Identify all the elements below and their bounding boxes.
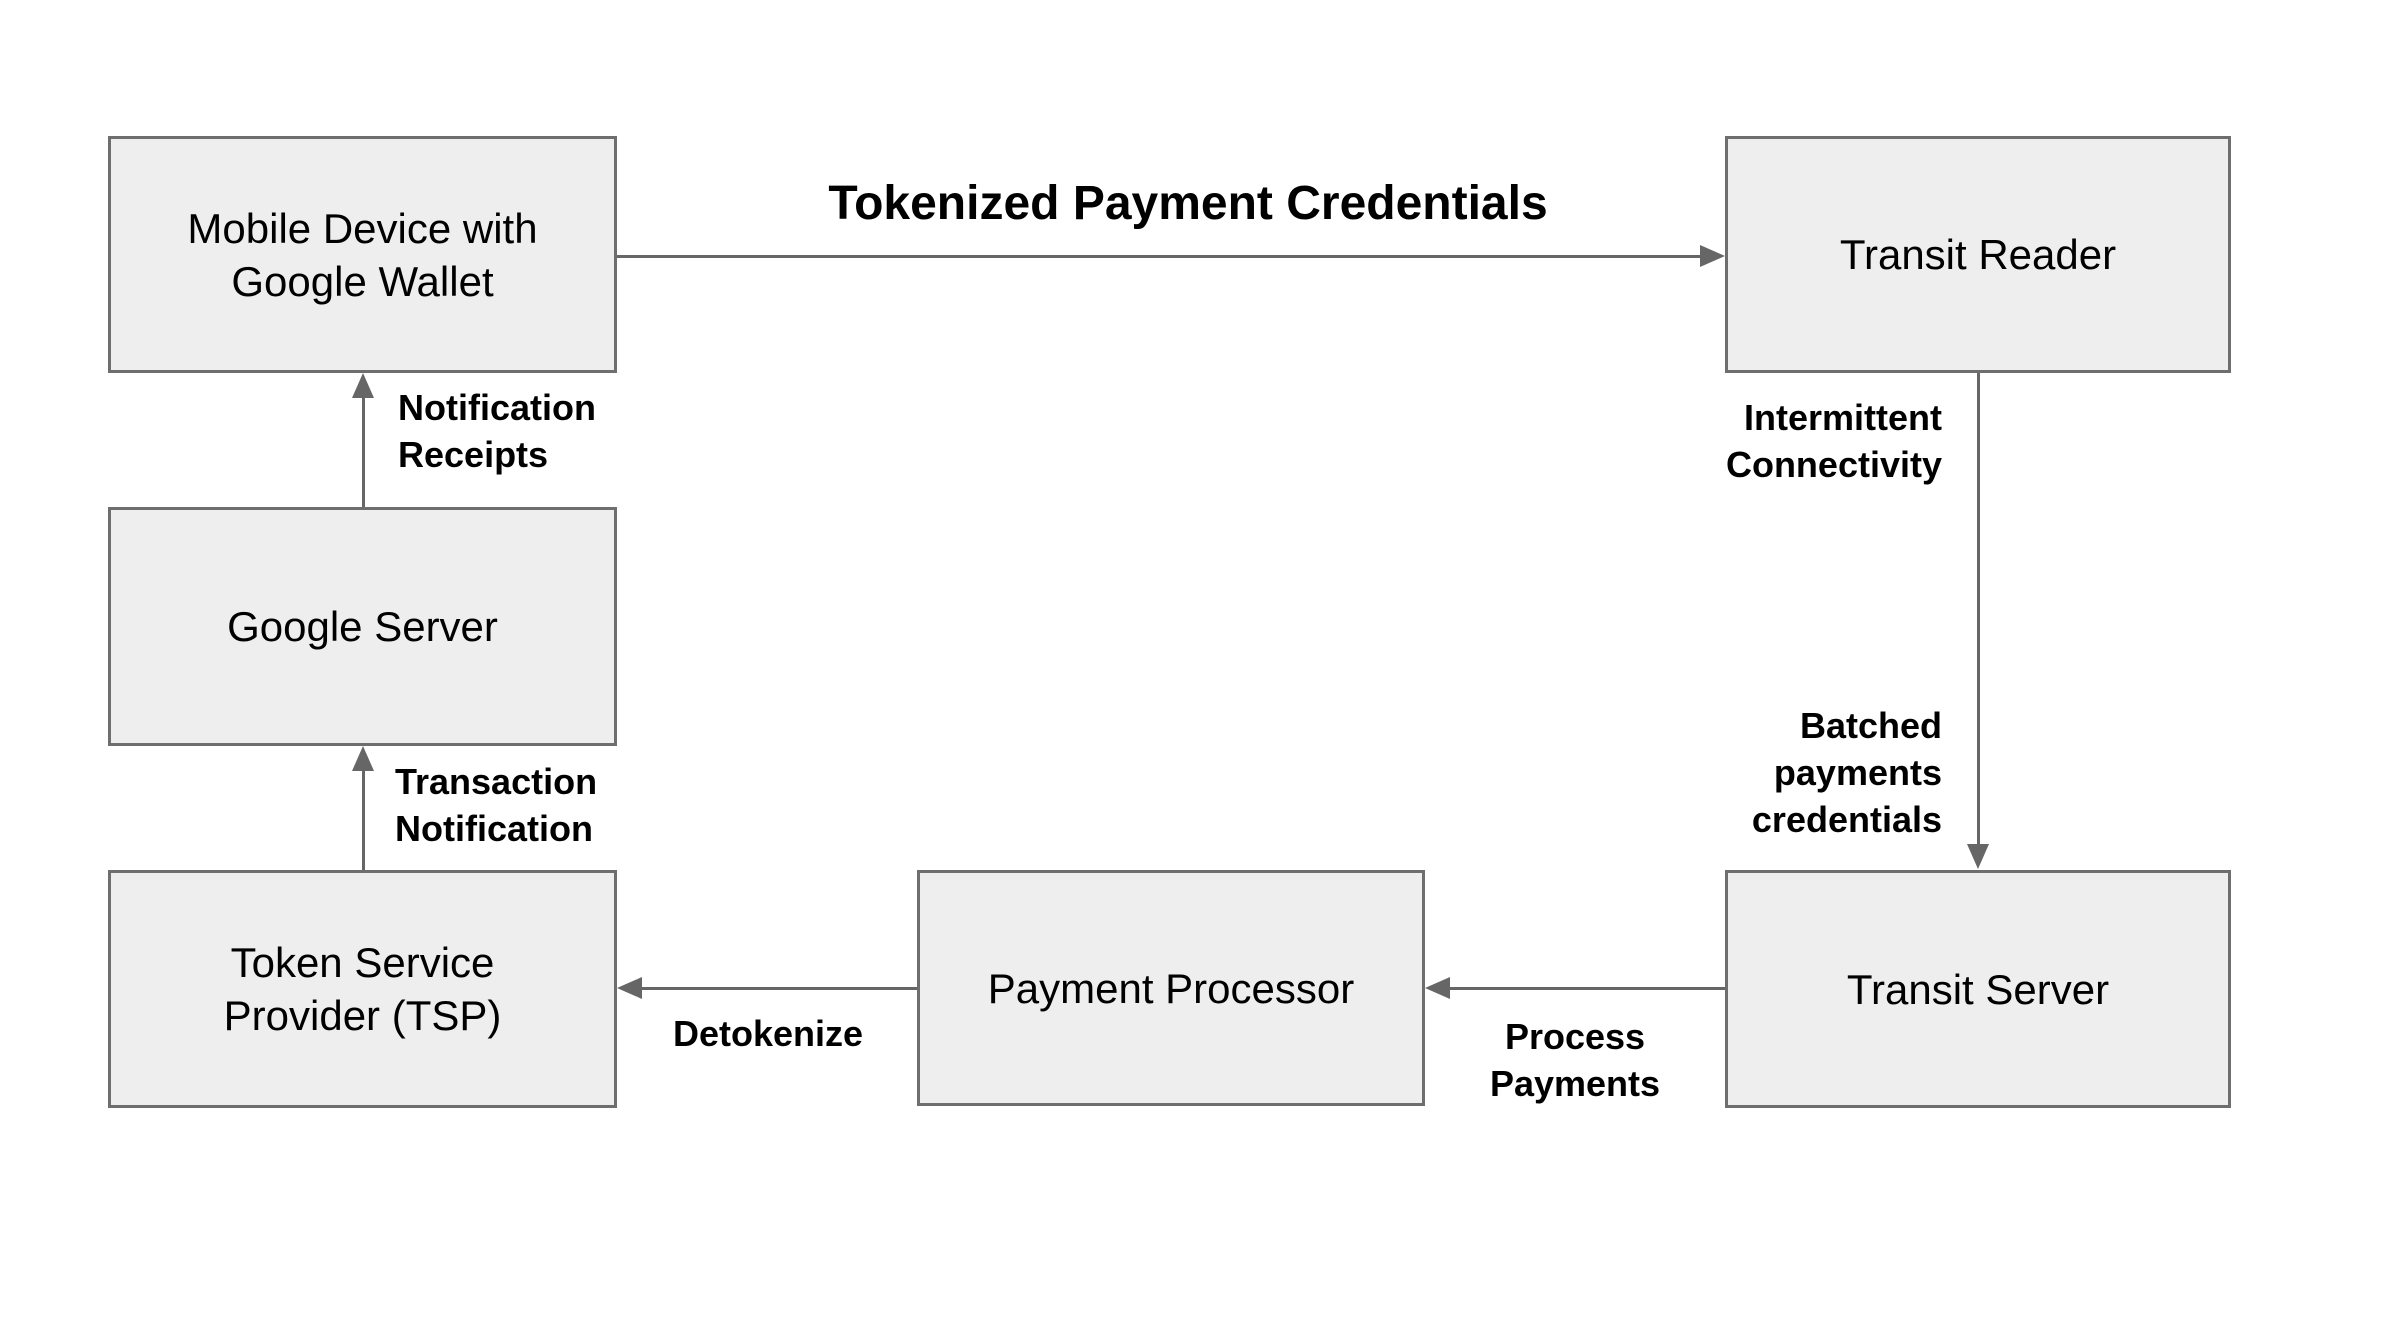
arrowhead-up-icon <box>352 746 374 771</box>
node-mobile-device-google-wallet: Mobile Device with Google Wallet <box>108 136 617 373</box>
edge-label-line: Process <box>1504 1016 1646 1057</box>
edge-processor-to-tsp-shaft <box>640 987 917 990</box>
node-token-service-provider: Token Service Provider (TSP) <box>108 870 617 1108</box>
edge-transit-server-to-processor-shaft <box>1448 987 1725 990</box>
edge-label-line: Notification <box>398 387 596 428</box>
node-label-line: Transit Server <box>1846 965 2110 1013</box>
edge-label-line: Tokenized Payment Credentials <box>828 177 1548 230</box>
node-label-line: Payment Processor <box>987 964 1355 1012</box>
edge-label-line: payments <box>1773 752 1942 793</box>
edge-label-line: credentials <box>1751 799 1942 840</box>
arrowhead-right-icon <box>1700 245 1725 267</box>
edge-tsp-to-google-server-shaft <box>362 769 365 870</box>
edge-label-notification-receipts: Notification Receipts <box>398 384 596 478</box>
edge-label-line: Receipts <box>398 434 549 475</box>
node-label-line: Mobile Device with <box>187 204 538 252</box>
node-payment-processor: Payment Processor <box>917 870 1425 1106</box>
arrowhead-left-icon <box>1425 977 1450 999</box>
edge-google-server-to-mobile-shaft <box>362 396 365 507</box>
edge-label-line: Transaction <box>395 761 598 802</box>
edge-label-line: Payments <box>1489 1063 1661 1104</box>
node-label-line: Google Wallet <box>231 257 494 305</box>
node-label-line: Token Service <box>230 939 495 986</box>
edge-label-intermittent-connectivity: Intermittent Connectivity <box>1726 394 1942 488</box>
edge-label-batched-payments-credentials: Batched payments credentials <box>1752 702 1942 843</box>
arrowhead-down-icon <box>1967 844 1989 869</box>
node-transit-server: Transit Server <box>1725 870 2231 1108</box>
edge-label-line: Batched <box>1799 705 1942 746</box>
node-label-line: Provider (TSP) <box>223 992 502 1039</box>
edge-label-line: Detokenize <box>672 1013 864 1054</box>
node-google-server: Google Server <box>108 507 617 746</box>
arrowhead-left-icon <box>617 977 642 999</box>
edge-label-line: Connectivity <box>1725 444 1942 485</box>
edge-reader-to-transit-server-shaft <box>1977 373 1980 846</box>
edge-label-line: Notification <box>395 808 593 849</box>
node-label-line: Google Server <box>227 603 498 650</box>
edge-label-detokenize: Detokenize <box>673 1010 863 1057</box>
arrowhead-up-icon <box>352 373 374 398</box>
edge-label-tokenized-payment-credentials: Tokenized Payment Credentials <box>828 176 1547 232</box>
node-label-line: Transit Reader <box>1839 231 2117 278</box>
edge-label-line: Intermittent <box>1744 397 1942 438</box>
edge-mobile-to-reader-shaft <box>617 255 1702 258</box>
node-transit-reader: Transit Reader <box>1725 136 2231 373</box>
edge-label-process-payments: Process Payments <box>1490 1013 1660 1107</box>
edge-label-transaction-notification: Transaction Notification <box>395 758 597 852</box>
